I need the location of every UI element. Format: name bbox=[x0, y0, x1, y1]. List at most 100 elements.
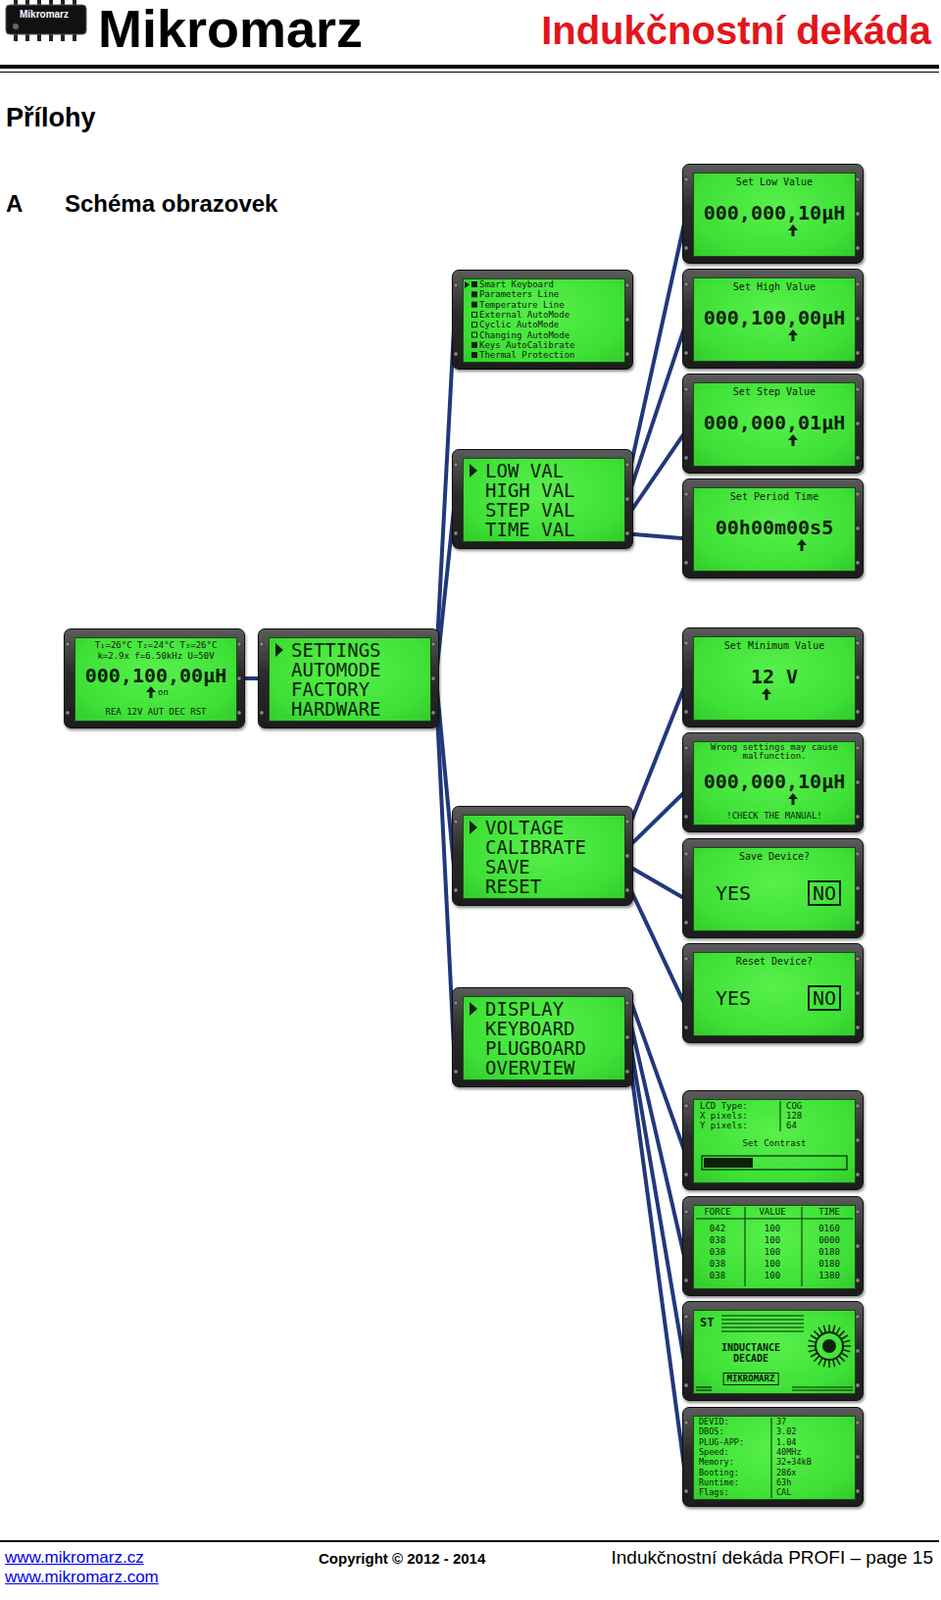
checkbox bbox=[472, 311, 478, 317]
lcd-text: LOW VAL bbox=[485, 461, 564, 481]
lcd-text: YES bbox=[715, 988, 751, 1008]
lcd-text: FACTORY bbox=[291, 680, 370, 699]
lcd-graphics bbox=[695, 1206, 853, 1287]
web-link: www.mikromarz.cz bbox=[4, 1548, 145, 1568]
connector-line bbox=[631, 1072, 685, 1468]
lcd-text: 100 bbox=[764, 1236, 781, 1245]
lcd-text: COG bbox=[786, 1101, 802, 1111]
lcd-graphics bbox=[275, 643, 284, 657]
lcd-graphics bbox=[788, 329, 798, 342]
lcd-text: Booting: bbox=[698, 1468, 740, 1478]
lcd-text: 100 bbox=[764, 1271, 781, 1281]
lcd-panel: Smart KeyboardParameters LineTemperature… bbox=[462, 278, 626, 363]
lcd-text: X pixels: bbox=[699, 1111, 748, 1121]
lcd-text: 32+34kB bbox=[776, 1457, 812, 1467]
lcd-text: 000,000,01µH bbox=[703, 412, 846, 433]
lcd-text: Set Period Time bbox=[730, 492, 819, 502]
contrast-bar bbox=[701, 1155, 847, 1170]
lcd-text: OVERVIEW bbox=[485, 1058, 576, 1078]
lcd-text: VOLTAGE bbox=[485, 818, 564, 838]
lcd-text: 40MHz bbox=[776, 1447, 802, 1457]
table-divider bbox=[695, 1218, 853, 1220]
lcd-graphics bbox=[788, 434, 798, 446]
lcd-text: Set Low Value bbox=[736, 177, 813, 188]
menu-screen: LOW VALHIGH VALSTEP VALTIME VAL bbox=[451, 448, 634, 549]
lcd-text: AUTOMODE bbox=[291, 660, 382, 680]
cursor-arrow bbox=[788, 434, 798, 446]
lcd-text: on bbox=[157, 688, 169, 697]
lcd-text: TIME VAL bbox=[485, 520, 576, 540]
logo-text: Mikromarz bbox=[19, 8, 69, 20]
lcd-text: Parameters Line bbox=[479, 290, 559, 299]
lcd-text: 0180 bbox=[818, 1259, 841, 1269]
lcd-text: Cyclic AutoMode bbox=[479, 320, 559, 330]
lcd-text: 000,100,00µH bbox=[703, 307, 846, 328]
confirm-screen: Save Device?YESNO bbox=[682, 838, 864, 939]
menu-screen: VOLTAGECALIBRATESAVERESET bbox=[451, 805, 634, 906]
copyright-note: Copyright © 2012 - 2014 bbox=[318, 1550, 486, 1568]
lcd-panel: VOLTAGECALIBRATESAVERESET bbox=[462, 814, 626, 899]
lcd-text: Thermal Protection bbox=[479, 350, 576, 360]
settings-screen: Smart KeyboardParameters LineTemperature… bbox=[451, 269, 634, 370]
lcd-text: SETTINGS bbox=[291, 641, 382, 660]
lcd-text: NO bbox=[807, 985, 842, 1011]
lcd-text: HIGH VAL bbox=[485, 481, 576, 500]
plugboard-screen: STINDUCTANCE DECADEMIKROMARZ bbox=[682, 1300, 864, 1401]
lcd-text: Y pixels: bbox=[699, 1121, 748, 1131]
lcd-text: External AutoMode bbox=[479, 310, 570, 320]
lcd-text: CAL bbox=[776, 1487, 792, 1497]
lcd-graphics bbox=[469, 820, 478, 835]
lcd-panel: Reset Device? YES NO bbox=[693, 951, 856, 1037]
lcd-text: Reset Device? bbox=[736, 956, 813, 967]
lcd-panel: T₁=26°C T₂=24°C T₃=26°Ck=2.9x f=6.50kHz … bbox=[74, 637, 238, 722]
lcd-text: Set Contrast bbox=[742, 1139, 806, 1148]
lcd-panel: Set High Value000,100,00µH bbox=[693, 277, 856, 362]
lcd-text: ST bbox=[699, 1316, 714, 1329]
lcd-text: LCD Type: bbox=[699, 1101, 748, 1111]
lcd-text: INDUCTANCE DECADE bbox=[701, 1342, 800, 1364]
lcd-panel: DISPLAYKEYBOARDPLUGBOARDOVERVIEW bbox=[462, 995, 626, 1081]
warning-screen: Wrong settings may cause malfunction.000… bbox=[682, 732, 864, 833]
lcd-text: k=2.9x f=6.50kHz U=50V bbox=[97, 651, 214, 661]
confirm-screen: Reset Device? YES NO bbox=[682, 942, 864, 1043]
lcd-text: Smart Keyboard bbox=[479, 280, 554, 290]
logo-chip bbox=[5, 0, 87, 42]
lcd-panel: Set Step Value 000,000,01µH bbox=[693, 382, 856, 467]
section-heading: Přílohy bbox=[5, 103, 97, 134]
lcd-text: 1.04 bbox=[776, 1437, 796, 1447]
menu-pointer bbox=[275, 643, 284, 657]
lcd-text: 00h00m00s5 bbox=[715, 517, 834, 538]
lcd-graphics bbox=[469, 463, 478, 478]
lcd-text: NO bbox=[807, 880, 842, 906]
lcd-text: Set Step Value bbox=[733, 387, 816, 397]
lcd-panel: Set Period Time 00h00m00s5 bbox=[693, 487, 856, 572]
cursor-arrow bbox=[788, 329, 798, 342]
appendix-letter: A bbox=[5, 191, 23, 217]
checkbox bbox=[472, 352, 478, 358]
lcd-text: 12 V bbox=[750, 666, 798, 687]
lcd-graphics bbox=[146, 686, 156, 698]
lcd-panel: Wrong settings may cause malfunction.000… bbox=[693, 741, 856, 826]
connector-line bbox=[631, 328, 685, 488]
lcd-text: 038 bbox=[709, 1236, 726, 1245]
lcd-text: Flags: bbox=[698, 1487, 730, 1497]
connector-line bbox=[631, 891, 685, 1004]
lcd-graphics bbox=[469, 1001, 478, 1016]
lcd-text: Save Device? bbox=[739, 851, 810, 862]
lcd-text: Changing AutoMode bbox=[479, 331, 570, 341]
lcd-graphics bbox=[771, 1417, 773, 1498]
lcd-text: 038 bbox=[709, 1271, 726, 1281]
value-screen: Set Period Time 00h00m00s5 bbox=[682, 478, 864, 579]
document-title: Indukčnostní dekáda bbox=[541, 8, 932, 52]
lcd-text: 038 bbox=[709, 1259, 726, 1269]
lcd-text: 3.02 bbox=[776, 1427, 796, 1437]
connector-line bbox=[631, 867, 685, 898]
keyboard-screen: FORCEVALUETIME04210001600381000000038100… bbox=[682, 1195, 864, 1296]
contrast-level bbox=[703, 1157, 753, 1168]
lcd-text: STEP VAL bbox=[485, 500, 576, 520]
lcd-text: Memory: bbox=[698, 1457, 735, 1467]
lcd-graphics bbox=[796, 539, 807, 551]
lcd-text: 0000 bbox=[818, 1236, 841, 1245]
lcd-text: DEVID: bbox=[698, 1417, 730, 1427]
value-screen: Set High Value000,100,00µH bbox=[682, 268, 864, 369]
